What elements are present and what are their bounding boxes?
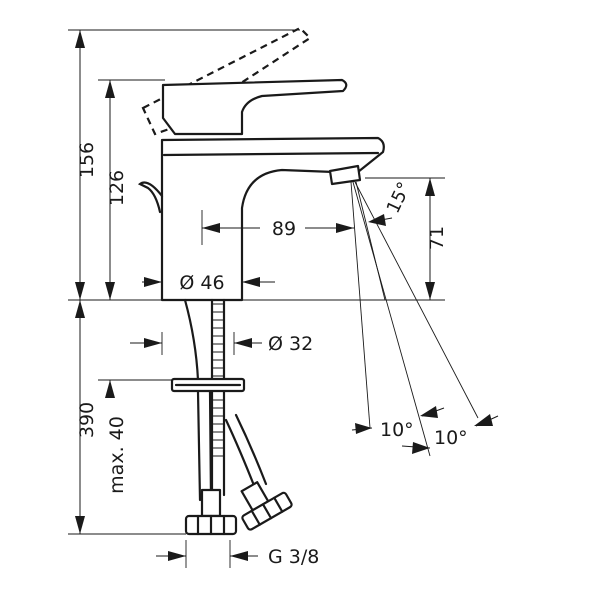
hose-length-label: 390	[76, 402, 98, 438]
overall-height-label: 156	[76, 142, 98, 178]
installation-parts	[170, 298, 293, 536]
extension-lines	[68, 29, 445, 568]
max-thickness-label: max. 40	[106, 416, 128, 494]
jet-angle-label: 15°	[383, 179, 416, 217]
spout-height-label: 71	[426, 226, 448, 250]
dimension-lines	[75, 30, 499, 561]
base-diameter-label: Ø 46	[179, 272, 224, 294]
faucet-body	[160, 136, 385, 302]
lever-open-position	[141, 26, 312, 136]
aerator	[328, 164, 362, 186]
drain-rod	[137, 181, 164, 214]
lever	[161, 78, 348, 136]
faucet	[137, 26, 385, 302]
connection-thread-label: G 3/8	[268, 546, 319, 568]
spray-angle-right-label: 10°	[434, 427, 468, 449]
jet-lines	[350, 181, 479, 457]
spout-reach-label: 89	[272, 218, 296, 240]
body-height-label: 126	[106, 170, 128, 206]
spray-angle-left-label: 10°	[380, 419, 414, 441]
hose-nut	[200, 488, 222, 518]
shank-diameter-label: Ø 32	[268, 333, 313, 355]
